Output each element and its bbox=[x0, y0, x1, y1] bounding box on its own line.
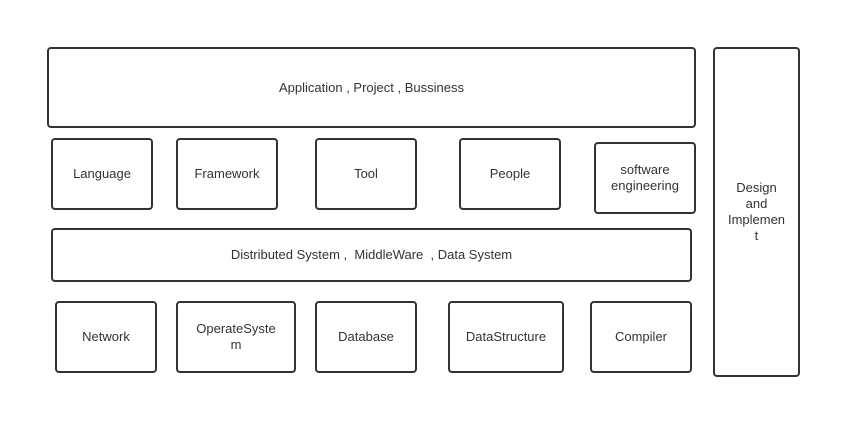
software-engineering-label: software engineering bbox=[611, 162, 679, 193]
language-label: Language bbox=[73, 166, 131, 181]
distributed-system-layer-label: Distributed System , MiddleWare , Data S… bbox=[230, 247, 513, 262]
tool-label: Tool bbox=[354, 166, 378, 181]
language-box: Language bbox=[51, 138, 153, 210]
operate-system-box: OperateSyste m bbox=[176, 301, 296, 373]
tool-box: Tool bbox=[315, 138, 417, 210]
compiler-box: Compiler bbox=[590, 301, 692, 373]
design-and-implement-box: Design and Implemen t bbox=[713, 47, 800, 377]
network-label: Network bbox=[82, 329, 130, 344]
database-box: Database bbox=[315, 301, 417, 373]
software-engineering-box: software engineering bbox=[594, 142, 696, 214]
distributed-system-layer-box: Distributed System , MiddleWare , Data S… bbox=[51, 228, 692, 282]
data-structure-box: DataStructure bbox=[448, 301, 564, 373]
framework-label: Framework bbox=[194, 166, 260, 181]
database-label: Database bbox=[338, 329, 394, 344]
design-and-implement-label: Design and Implemen t bbox=[727, 180, 786, 243]
framework-box: Framework bbox=[176, 138, 278, 210]
network-box: Network bbox=[55, 301, 157, 373]
data-structure-label: DataStructure bbox=[465, 329, 547, 344]
people-box: People bbox=[459, 138, 561, 210]
operate-system-label: OperateSyste m bbox=[196, 321, 276, 352]
people-label: People bbox=[489, 166, 531, 181]
application-layer-box: Application , Project , Bussiness bbox=[47, 47, 696, 128]
compiler-label: Compiler bbox=[614, 329, 667, 344]
application-layer-label: Application , Project , Bussiness bbox=[279, 79, 464, 95]
